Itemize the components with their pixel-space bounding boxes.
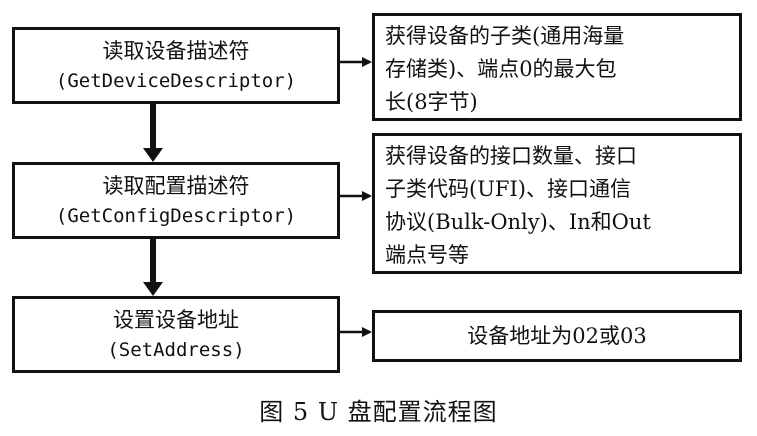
- result-line: 子类代码(UFI)、接口通信: [385, 177, 631, 201]
- step-code: (GetConfigDescriptor): [55, 204, 297, 227]
- step-code: (GetDeviceDescriptor): [55, 69, 297, 92]
- result-line: 存储类)、端点0的最大包: [385, 57, 617, 81]
- step-get-config-descriptor: 读取配置描述符 (GetConfigDescriptor): [12, 162, 340, 239]
- arrow-step2-to-step3-head: [143, 282, 163, 296]
- arrow-step1-to-step2-head: [143, 148, 163, 162]
- result-line: 端点号等: [385, 243, 469, 267]
- result-config-descriptor: 获得设备的接口数量、接口 子类代码(UFI)、接口通信 协议(Bulk-Only…: [372, 133, 742, 274]
- step-title: 读取配置描述符: [102, 173, 250, 198]
- result-device-descriptor: 获得设备的子类(通用海量 存储类)、端点0的最大包 长(8字节): [372, 13, 742, 121]
- figure-caption: 图 5 U 盘配置流程图: [259, 398, 498, 426]
- result-line: 设备地址为02或03: [467, 323, 647, 348]
- result-line: 获得设备的子类(通用海量: [385, 24, 625, 48]
- step-get-device-descriptor: 读取设备描述符 (GetDeviceDescriptor): [12, 27, 340, 104]
- step-code: (SetAddress): [107, 338, 245, 361]
- step-title: 读取设备描述符: [102, 38, 250, 63]
- result-line: 长(8字节): [385, 90, 478, 114]
- result-line: 获得设备的接口数量、接口: [385, 144, 637, 168]
- result-set-address: 设备地址为02或03: [372, 310, 742, 362]
- step-set-address: 设置设备地址 (SetAddress): [12, 296, 340, 373]
- result-line: 协议(Bulk-Only)、In和Out: [385, 210, 651, 234]
- step-title: 设置设备地址: [113, 307, 239, 332]
